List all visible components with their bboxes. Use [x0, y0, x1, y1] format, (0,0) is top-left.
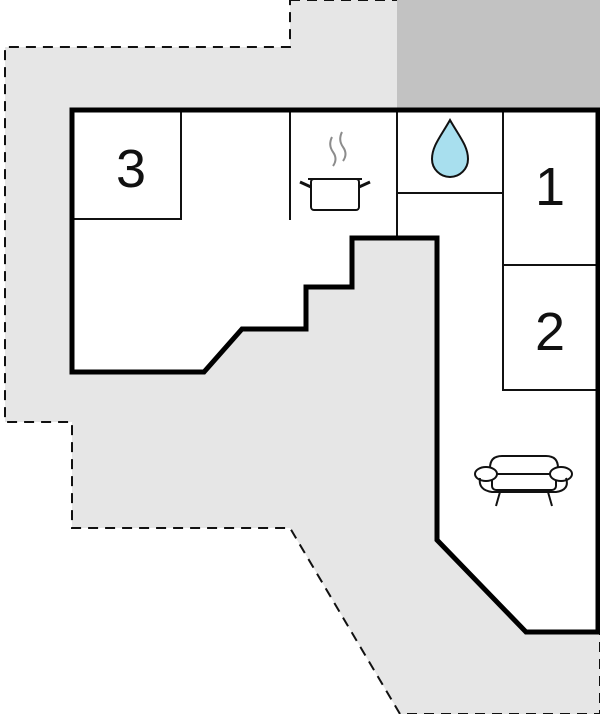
room-label-3: 3: [116, 139, 146, 199]
room-label-1: 1: [535, 157, 565, 217]
exterior-walls: [69, 107, 600, 635]
covered-area: [397, 0, 600, 110]
interior-floor: [72, 110, 598, 632]
room-label-2: 2: [535, 302, 565, 362]
water-drop-icon: [430, 117, 470, 178]
sofa-icon: [474, 455, 573, 507]
cooking-pot-icon: [299, 131, 371, 211]
interior-walls: [72, 110, 598, 391]
